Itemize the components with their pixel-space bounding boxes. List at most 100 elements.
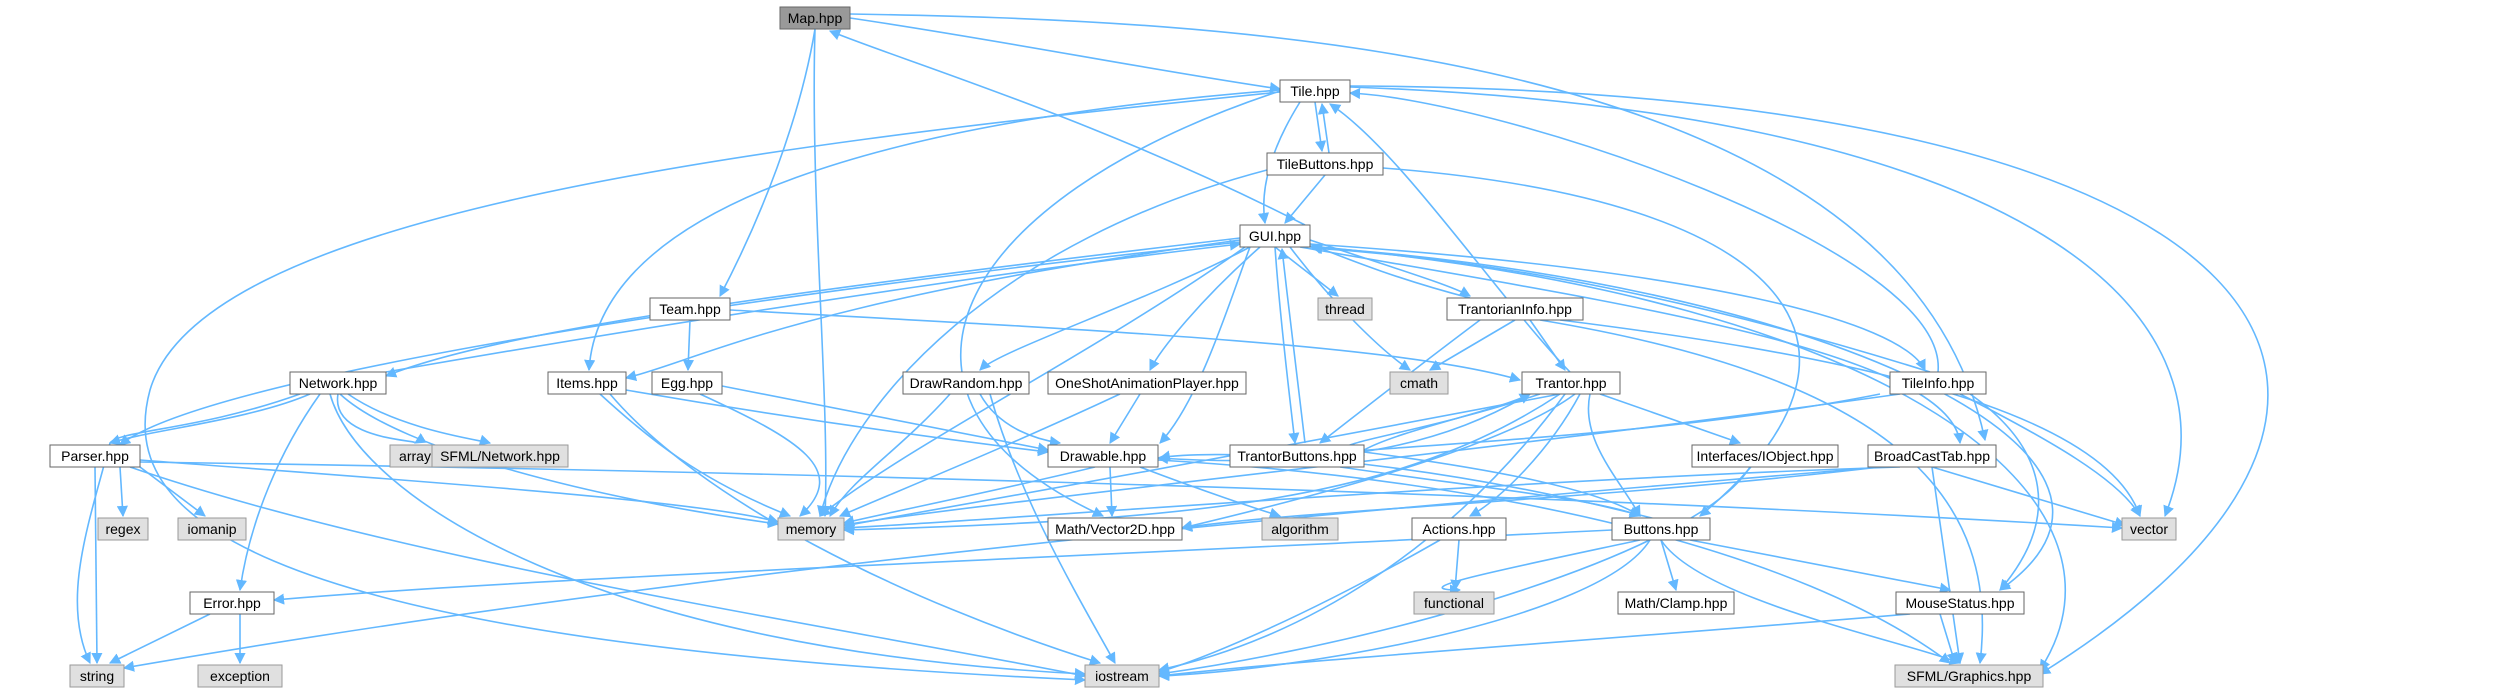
- node-tileinfo-hpp[interactable]: TileInfo.hpp: [1889, 371, 1987, 395]
- dependency-edge: [337, 393, 427, 444]
- dependency-edge: [813, 28, 832, 518]
- node-label: Team.hpp: [659, 301, 721, 317]
- dependency-edge: [1310, 243, 1471, 299]
- dependency-edge: [139, 459, 780, 525]
- node-tile-hpp[interactable]: Tile.hpp: [1279, 79, 1351, 103]
- node-tilebuttons-hpp[interactable]: TileButtons.hpp: [1266, 152, 1384, 176]
- node-algorithm[interactable]: algorithm: [1261, 517, 1339, 541]
- node-string[interactable]: string: [69, 664, 125, 688]
- node-label: Buttons.hpp: [1624, 521, 1699, 537]
- dependency-edge: [1139, 466, 1282, 519]
- dependency-edge: [1317, 102, 1330, 154]
- dependency-edge: [1529, 319, 1566, 371]
- dependency-edge: [1314, 101, 1327, 153]
- node-error-hpp[interactable]: Error.hpp: [189, 591, 275, 615]
- node-trantorianinfo-hpp[interactable]: TrantorianInfo.hpp: [1446, 297, 1584, 321]
- dependency-edge: [979, 246, 1251, 371]
- dependency-edge: [1157, 466, 1751, 679]
- dependency-edge: [1309, 243, 1926, 372]
- dependency-edge: [1363, 451, 1641, 517]
- node-thread[interactable]: thread: [1317, 297, 1373, 321]
- node-exception[interactable]: exception: [197, 664, 283, 688]
- node-label: vector: [2130, 521, 2168, 537]
- dependency-edge: [1587, 393, 1641, 517]
- header-nodes: Map.hpp Tile.hpp TileButtons.hpp GUI.hpp…: [49, 6, 2177, 688]
- dependency-edge: [721, 385, 1050, 454]
- node-label: iomanip: [187, 521, 236, 537]
- node-broadcasttab-hpp[interactable]: BroadCastTab.hpp: [1867, 444, 1997, 468]
- node-drawrandom-hpp[interactable]: DrawRandom.hpp: [902, 371, 1030, 395]
- node-label: MouseStatus.hpp: [1906, 595, 2015, 611]
- node-drawable-hpp[interactable]: Drawable.hpp: [1047, 444, 1159, 468]
- dependency-edge: [129, 466, 1087, 680]
- node-label: DrawRandom.hpp: [910, 375, 1023, 391]
- node-label: thread: [1325, 301, 1365, 317]
- node-oneshotanimationplayer-hpp[interactable]: OneShotAnimationPlayer.hpp: [1047, 371, 1247, 395]
- dependency-edge: [828, 29, 1306, 226]
- node-vector[interactable]: vector: [2121, 517, 2177, 541]
- node-parser-hpp[interactable]: Parser.hpp: [49, 444, 141, 468]
- dependency-edge: [960, 90, 1281, 517]
- node-iostream[interactable]: iostream: [1084, 664, 1160, 688]
- node-gui-hpp[interactable]: GUI.hpp: [1239, 224, 1311, 248]
- node-trantorbuttons-hpp[interactable]: TrantorButtons.hpp: [1229, 444, 1365, 468]
- node-math-clamp-hpp[interactable]: Math/Clamp.hpp: [1617, 591, 1735, 615]
- dependency-edge: [1277, 247, 1306, 444]
- dependency-edge: [329, 393, 1087, 680]
- dependency-edge: [91, 466, 103, 665]
- node-label: OneShotAnimationPlayer.hpp: [1055, 375, 1239, 391]
- dependency-edge: [1157, 393, 1566, 674]
- node-sfml-graphics-hpp[interactable]: SFML/Graphics.hpp: [1894, 664, 2044, 688]
- dependency-edge: [842, 466, 1096, 527]
- dependency-edge: [108, 393, 311, 446]
- dependency-edge: [1274, 246, 1300, 445]
- node-sfml-network-hpp[interactable]: SFML/Network.hpp: [431, 444, 569, 468]
- dependency-edge: [989, 393, 1116, 664]
- dependency-edge: [1157, 539, 1651, 682]
- dependency-edge: [1441, 539, 1641, 596]
- dependency-edge: [1319, 319, 1481, 444]
- dependency-edge: [1109, 393, 1141, 444]
- dependency-edge: [1159, 246, 1251, 444]
- node-label: TileInfo.hpp: [1902, 375, 1975, 391]
- node-array[interactable]: array: [389, 444, 441, 468]
- node-egg-hpp[interactable]: Egg.hpp: [651, 371, 723, 395]
- node-memory[interactable]: memory: [777, 517, 845, 541]
- node-label: iostream: [1095, 668, 1149, 684]
- node-label: exception: [210, 668, 270, 684]
- node-map-hpp[interactable]: Map.hpp: [779, 6, 851, 30]
- node-buttons-hpp[interactable]: Buttons.hpp: [1611, 517, 1711, 541]
- node-cmath[interactable]: cmath: [1389, 371, 1449, 395]
- dependency-edge: [829, 393, 951, 517]
- node-team-hpp[interactable]: Team.hpp: [649, 297, 731, 321]
- node-label: Error.hpp: [203, 595, 261, 611]
- dependency-edge: [1363, 393, 1531, 451]
- dependency-edge: [817, 169, 1268, 518]
- dependency-edge: [339, 393, 780, 529]
- node-network-hpp[interactable]: Network.hpp: [289, 371, 387, 395]
- node-functional[interactable]: functional: [1413, 591, 1495, 615]
- dependency-edge: [729, 309, 1522, 383]
- node-label: algorithm: [1271, 521, 1329, 537]
- node-interfaces-iobject-hpp[interactable]: Interfaces/IObject.hpp: [1691, 444, 1839, 468]
- dependency-edge: [609, 393, 1102, 666]
- node-label: memory: [786, 521, 837, 537]
- node-label: Network.hpp: [299, 375, 378, 391]
- dependency-edge: [849, 13, 1989, 442]
- dependency-edge: [1157, 539, 1441, 675]
- dependency-edge: [838, 393, 1121, 518]
- node-iomanip[interactable]: iomanip: [177, 517, 247, 541]
- node-label: Interfaces/IObject.hpp: [1697, 448, 1834, 464]
- node-label: Drawable.hpp: [1060, 448, 1147, 464]
- node-label: array: [399, 448, 431, 464]
- node-actions-hpp[interactable]: Actions.hpp: [1411, 517, 1507, 541]
- dependency-edge: [625, 389, 1050, 457]
- node-trantor-hpp[interactable]: Trantor.hpp: [1521, 371, 1621, 395]
- node-mousestatus-hpp[interactable]: MouseStatus.hpp: [1895, 591, 2025, 615]
- node-math-vector2d-hpp[interactable]: Math/Vector2D.hpp: [1047, 517, 1183, 541]
- dependency-edge: [842, 466, 1901, 534]
- node-items-hpp[interactable]: Items.hpp: [547, 371, 627, 395]
- node-regex[interactable]: regex: [97, 517, 149, 541]
- dependency-edge: [1309, 245, 2067, 671]
